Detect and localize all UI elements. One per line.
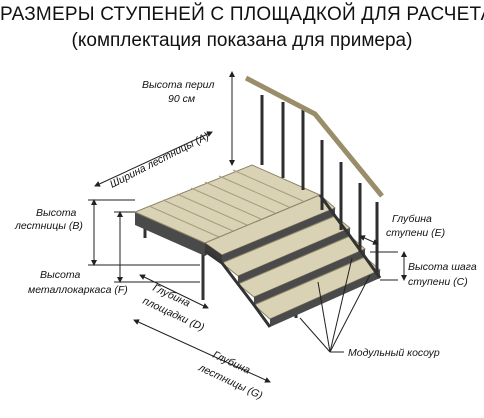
platform-frame <box>135 212 205 256</box>
label-stair-width: Ширина лестницы (A) <box>108 130 211 190</box>
label-frame-height-2: металлокаркаса (F) <box>28 284 128 296</box>
label-stringer: Модульный косоур <box>348 347 440 359</box>
label-step-depth-2: ступени (E) <box>386 227 445 239</box>
stair-illustration <box>133 75 384 328</box>
label-step-height-2: ступени (C) <box>408 276 468 288</box>
label-step-depth-1: Глубина <box>392 213 432 225</box>
label-handrail-height-1: Высота перил <box>142 79 215 91</box>
diagram-subtitle: (комплектация показана для примера) <box>71 30 413 51</box>
diagram-title: РАЗМЕРЫ СТУПЕНЕЙ С ПЛОЩАДКОЙ ДЛЯ РАСЧЕТА <box>0 4 484 25</box>
label-handrail-height-2: 90 см <box>168 93 195 105</box>
label-frame-height-1: Высота <box>40 269 80 281</box>
label-step-height-1: Высота шага <box>408 261 477 273</box>
label-stair-height-2: лестницы (B) <box>14 220 83 232</box>
handrail <box>244 75 384 198</box>
label-stair-height-1: Высота <box>36 207 76 219</box>
